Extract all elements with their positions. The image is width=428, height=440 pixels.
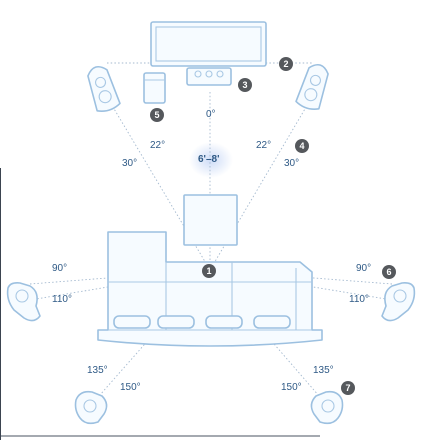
tv-screen bbox=[150, 21, 267, 67]
angle-rear-right-upper: 135° bbox=[313, 365, 334, 376]
ottoman bbox=[183, 194, 238, 246]
line-side-right-110 bbox=[209, 269, 393, 301]
angle-center: 0° bbox=[206, 109, 216, 120]
angle-rear-left-lower: 150° bbox=[120, 382, 141, 393]
marker-7-badge: 7 bbox=[341, 381, 355, 395]
distance-glow bbox=[189, 142, 233, 178]
front-left-speaker bbox=[87, 65, 121, 112]
side-left-speaker bbox=[6, 282, 41, 322]
window-edge bbox=[0, 168, 1, 440]
marker-2-badge: 2 bbox=[279, 57, 293, 71]
angle-side-left-lower: 110° bbox=[52, 294, 72, 305]
angle-side-left-upper: 90° bbox=[52, 263, 68, 274]
angle-rear-left-upper: 135° bbox=[87, 365, 108, 376]
angle-rear-right-lower: 150° bbox=[281, 382, 302, 393]
angle-front-right-outer: 30° bbox=[284, 158, 300, 169]
sofa bbox=[97, 231, 323, 347]
angle-front-left-inner: 22° bbox=[150, 140, 166, 151]
rear-right-speaker bbox=[310, 390, 344, 425]
distance-label: 6'–8' bbox=[198, 154, 220, 165]
angle-front-left-outer: 30° bbox=[122, 158, 138, 169]
marker-3-badge: 3 bbox=[238, 78, 252, 92]
marker-4-badge: 4 bbox=[295, 139, 309, 153]
center-speaker bbox=[186, 67, 232, 86]
rear-left-speaker bbox=[74, 390, 108, 425]
marker-1-badge: 1 bbox=[202, 264, 216, 278]
angle-front-right-inner: 22° bbox=[256, 140, 272, 151]
angle-side-right-upper: 90° bbox=[356, 263, 372, 274]
marker-6-badge: 6 bbox=[382, 265, 396, 279]
front-right-speaker bbox=[295, 63, 329, 110]
angle-side-right-lower: 110° bbox=[349, 294, 369, 305]
subwoofer bbox=[143, 72, 166, 104]
marker-5-badge: 5 bbox=[150, 108, 164, 122]
side-right-speaker bbox=[381, 282, 416, 322]
